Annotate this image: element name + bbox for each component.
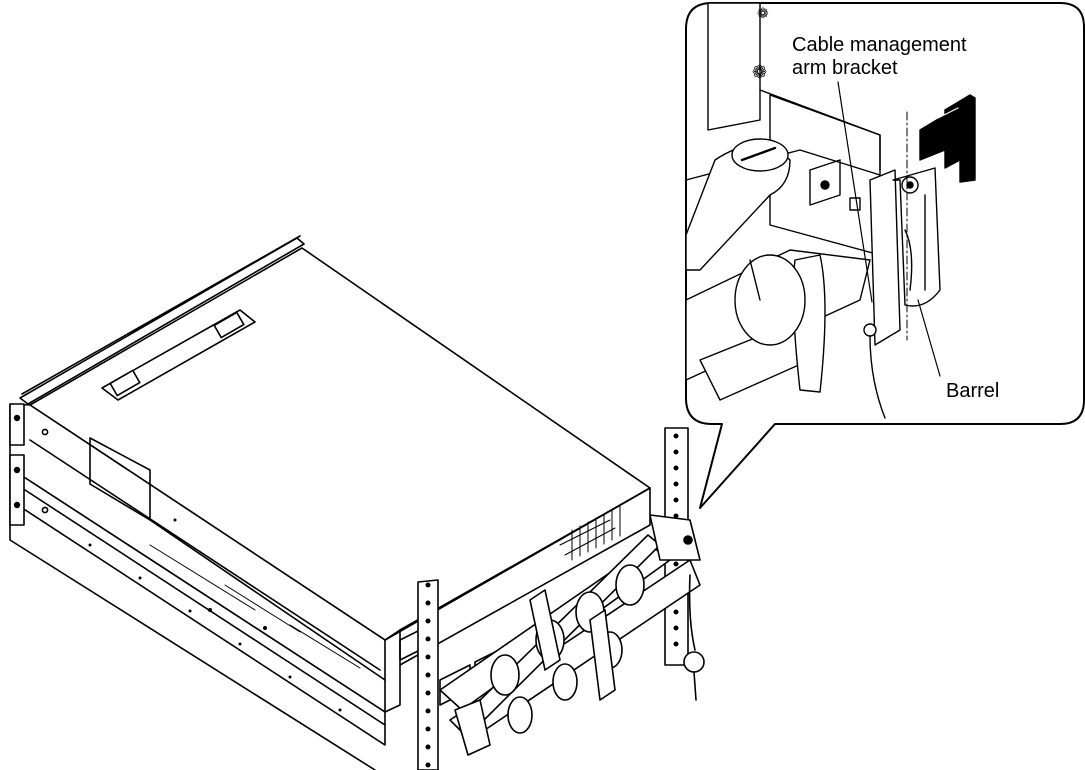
barrel-detail (892, 167, 941, 307)
leader-line-cma-bracket (837, 81, 873, 303)
cable-management-arm-bracket-label-line2: arm bracket (792, 57, 898, 79)
cma-bracket-detail (869, 169, 901, 346)
svg-text:❁: ❁ (757, 6, 769, 22)
svg-text:❁: ❁ (752, 62, 767, 83)
leader-line-barrel (917, 299, 941, 377)
detail-view: ❁ ❁ (685, 2, 976, 419)
left-rack-ear-upper (9, 403, 25, 446)
barrel-label: Barrel (946, 380, 1000, 402)
hanging-barrel (683, 651, 705, 673)
cable-management-arm-bracket-label-line1: Cable management (792, 34, 967, 56)
left-rack-ear-lower (9, 454, 25, 526)
insert-direction-arrow (919, 94, 976, 183)
top-cover-handle (101, 309, 256, 401)
server-top-cover (29, 247, 651, 641)
server-chassis (9, 235, 651, 770)
hanging-pin-cable (688, 574, 696, 651)
rack-rail-front (417, 579, 439, 770)
cable-management-arm (439, 514, 705, 756)
